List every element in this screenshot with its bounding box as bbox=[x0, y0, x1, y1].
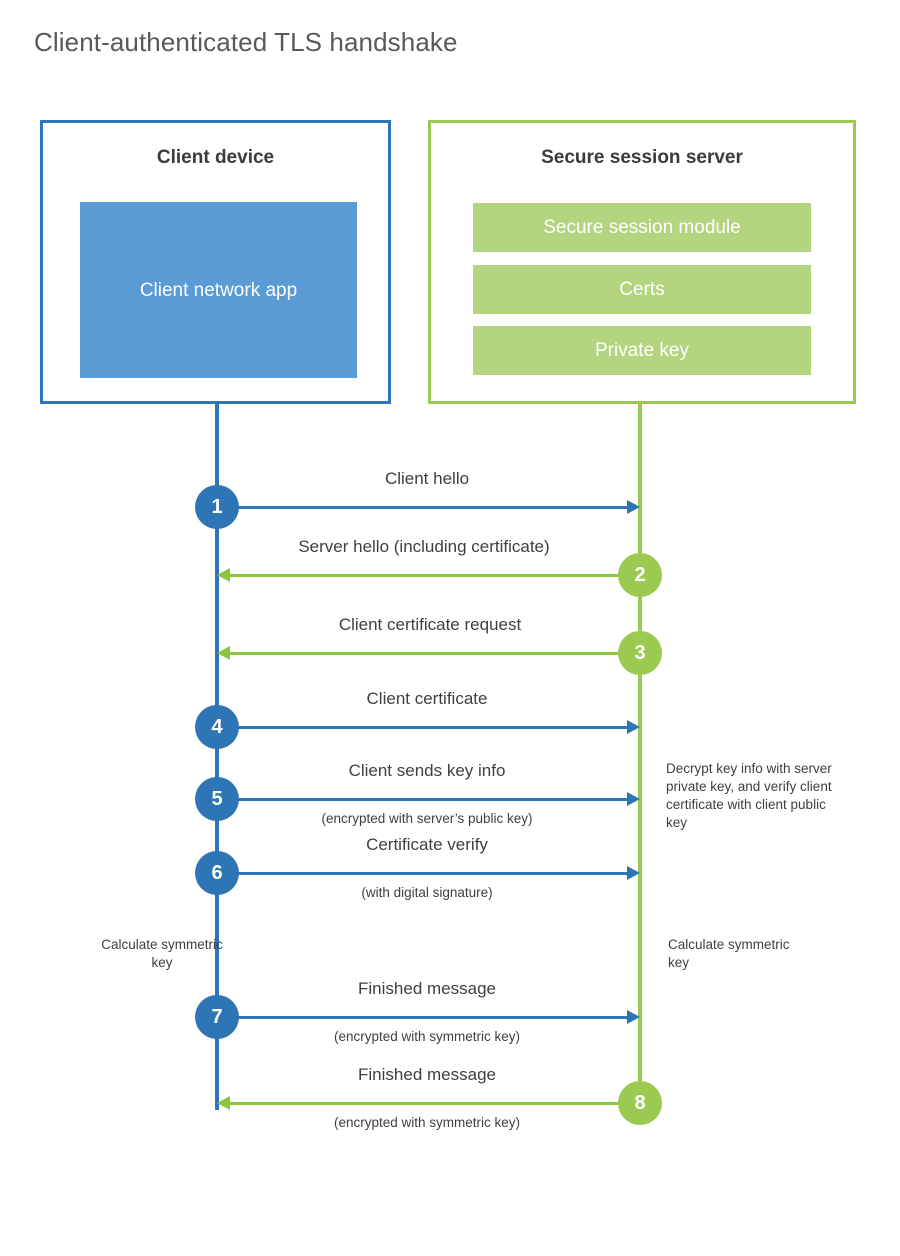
step-1-label: Client hello bbox=[384, 469, 470, 488]
step-7-label: Finished message bbox=[358, 979, 496, 998]
server-calculate-symmetric-key-annotation: Calculate symmetric key bbox=[668, 937, 790, 970]
step-2-arrow-head bbox=[217, 568, 230, 582]
step-8-sublabel: (encrypted with symmetric key) bbox=[333, 1115, 521, 1130]
step-5-arrow-head bbox=[627, 792, 640, 806]
step-5-label: Client sends key info bbox=[348, 761, 506, 780]
server-block-secure-session-module: Secure session module bbox=[473, 203, 811, 252]
step-3-arrow-head bbox=[217, 646, 230, 660]
step-2-arrow-shaft bbox=[230, 574, 630, 577]
step-5-arrow-shaft bbox=[217, 798, 630, 801]
step-3-arrow-shaft bbox=[230, 652, 630, 655]
step-6-arrow-head bbox=[627, 866, 640, 880]
step-7-arrow-head bbox=[627, 1010, 640, 1024]
client-device-box: Client device Client network app bbox=[40, 120, 391, 404]
step-8-number-badge[interactable]: 8 bbox=[618, 1081, 662, 1125]
page-title: Client-authenticated TLS handshake bbox=[34, 27, 458, 57]
step-7-number-badge[interactable]: 7 bbox=[195, 995, 239, 1039]
step-3-number-badge[interactable]: 3 bbox=[618, 631, 662, 675]
step-6-label: Certificate verify bbox=[366, 835, 488, 854]
step-3-label: Client certificate request bbox=[338, 615, 522, 634]
client-calculate-symmetric-key-annotation: Calculate symmetric key bbox=[101, 937, 223, 970]
server-block-private-key: Private key bbox=[473, 326, 811, 375]
step-7-arrow-shaft bbox=[217, 1016, 630, 1019]
client-network-app-block: Client network app bbox=[80, 202, 357, 378]
step-6-sublabel: (with digital signature) bbox=[361, 885, 493, 900]
step-4-number-badge[interactable]: 4 bbox=[195, 705, 239, 749]
client-device-title: Client device bbox=[156, 147, 275, 168]
step-8-label: Finished message bbox=[358, 1065, 496, 1084]
secure-session-server-box: Secure session server Secure session mod… bbox=[428, 120, 856, 404]
step-5-number-badge[interactable]: 5 bbox=[195, 777, 239, 821]
server-decrypt-annotation: Decrypt key info with server private key… bbox=[666, 761, 832, 830]
step-2-label: Server hello (including certificate) bbox=[298, 537, 550, 556]
step-4-arrow-head bbox=[627, 720, 640, 734]
step-1-arrow-head bbox=[627, 500, 640, 514]
server-lifeline bbox=[638, 404, 642, 1104]
step-4-arrow-shaft bbox=[217, 726, 630, 729]
step-8-arrow-head bbox=[217, 1096, 230, 1110]
client-lifeline bbox=[215, 404, 219, 1110]
step-5-sublabel: (encrypted with server’s public key) bbox=[321, 811, 533, 826]
step-6-number-badge[interactable]: 6 bbox=[195, 851, 239, 895]
step-7-sublabel: (encrypted with symmetric key) bbox=[333, 1029, 521, 1044]
secure-session-server-title: Secure session server bbox=[541, 147, 743, 168]
step-8-arrow-shaft bbox=[230, 1102, 630, 1105]
server-block-certs: Certs bbox=[473, 265, 811, 314]
step-4-label: Client certificate bbox=[366, 689, 488, 708]
step-2-number-badge[interactable]: 2 bbox=[618, 553, 662, 597]
step-1-arrow-shaft bbox=[217, 506, 630, 509]
step-6-arrow-shaft bbox=[217, 872, 630, 875]
step-1-number-badge[interactable]: 1 bbox=[195, 485, 239, 529]
